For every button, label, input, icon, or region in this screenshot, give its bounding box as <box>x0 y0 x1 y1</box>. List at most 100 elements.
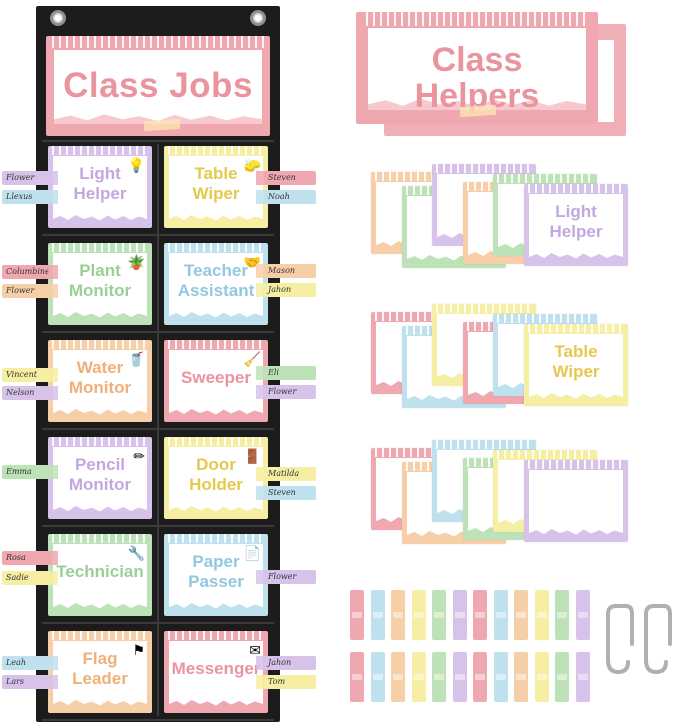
clothespin <box>370 652 385 702</box>
job-title: Messenger <box>171 659 261 678</box>
clothespin <box>555 590 569 640</box>
student-name: Vincent <box>6 370 37 379</box>
door-hook-icon <box>644 604 672 675</box>
spiral-binding <box>168 534 264 543</box>
envelope-icon: ✉ <box>249 643 261 659</box>
student-name: Rosa <box>6 553 26 562</box>
name-clip: Noah <box>256 190 316 204</box>
spiral-binding <box>366 12 588 26</box>
student-name: Nelson <box>6 388 35 397</box>
spiral-binding <box>168 437 264 446</box>
spiral-binding <box>436 304 532 313</box>
spiral-binding <box>52 36 264 48</box>
cup-icon: 🥤 <box>127 352 145 368</box>
student-name: Mason <box>268 266 296 275</box>
name-clip: Emma <box>2 465 58 479</box>
class-helpers-card: Class Helpers <box>356 12 598 124</box>
grommet-left <box>50 10 66 26</box>
spiral-binding <box>497 450 593 459</box>
student-name: Flower <box>268 387 297 396</box>
spiral-binding <box>52 437 148 446</box>
clothespin <box>391 590 405 640</box>
spiral-binding <box>528 184 624 193</box>
flag-icon: ⚑ <box>132 643 145 659</box>
clothespin <box>370 590 385 640</box>
student-name: Jahon <box>268 658 292 667</box>
spiral-binding <box>436 440 532 449</box>
clothespin <box>534 652 549 702</box>
spiral-binding <box>52 146 148 155</box>
bulb-icon: 💡 <box>127 158 145 174</box>
name-clip: Steven <box>256 171 316 185</box>
student-name: Eli <box>268 368 279 377</box>
spiral-binding <box>52 534 148 543</box>
name-clip: Sadie <box>2 571 58 585</box>
tape-strip <box>143 118 181 132</box>
door-hook-icon <box>606 604 634 675</box>
clothespin <box>432 590 446 640</box>
name-clip: Jahon <box>256 283 316 297</box>
student-name: Flower <box>6 286 35 295</box>
spiral-binding <box>52 340 148 349</box>
clothespin <box>411 590 426 640</box>
student-name: Steven <box>268 488 296 497</box>
spiral-binding <box>375 448 471 457</box>
clothespin <box>350 590 364 640</box>
name-clip: Flower <box>2 171 58 185</box>
clothespin <box>575 652 590 702</box>
spiral-binding <box>52 243 148 252</box>
name-clip: Lars <box>2 675 58 689</box>
clothespin <box>411 652 426 702</box>
name-clip: Jahon <box>256 656 316 670</box>
clothespin <box>514 652 528 702</box>
student-name: Columbine <box>6 267 50 276</box>
spiral-binding <box>168 146 264 155</box>
class-jobs-title: Class Jobs <box>63 66 253 105</box>
name-clip: Flower <box>256 385 316 399</box>
spiral-binding <box>168 243 264 252</box>
name-clip: Vincent <box>2 368 58 382</box>
spiral-binding <box>497 314 593 323</box>
name-clip: Eli <box>256 366 316 380</box>
tape-strip <box>459 104 497 118</box>
student-name: Leah <box>6 658 26 667</box>
grommet-right <box>250 10 266 26</box>
name-clip: Flower <box>256 570 316 584</box>
clothespin <box>493 652 508 702</box>
name-clip: Mason <box>256 264 316 278</box>
clothespin <box>473 590 487 640</box>
job-card: Technician🔧 <box>48 534 152 616</box>
name-clip: Rosa <box>2 551 58 565</box>
student-name: Jahon <box>268 285 292 294</box>
name-clip: Flower <box>2 284 58 298</box>
spiral-binding <box>168 340 264 349</box>
student-name: Emma <box>6 467 32 476</box>
sponge-icon: 🧽 <box>243 158 261 174</box>
clothespin <box>350 652 364 702</box>
name-clip: Matilda <box>256 467 316 481</box>
student-name: Flower <box>6 173 35 182</box>
plant-icon: 🪴 <box>127 255 145 271</box>
class-helpers-title: Class Helpers <box>414 41 540 115</box>
clothespin <box>473 652 487 702</box>
paper-icon: 📄 <box>243 546 261 562</box>
student-name: Steven <box>268 173 296 182</box>
job-card <box>524 460 628 542</box>
spiral-binding <box>497 174 593 183</box>
